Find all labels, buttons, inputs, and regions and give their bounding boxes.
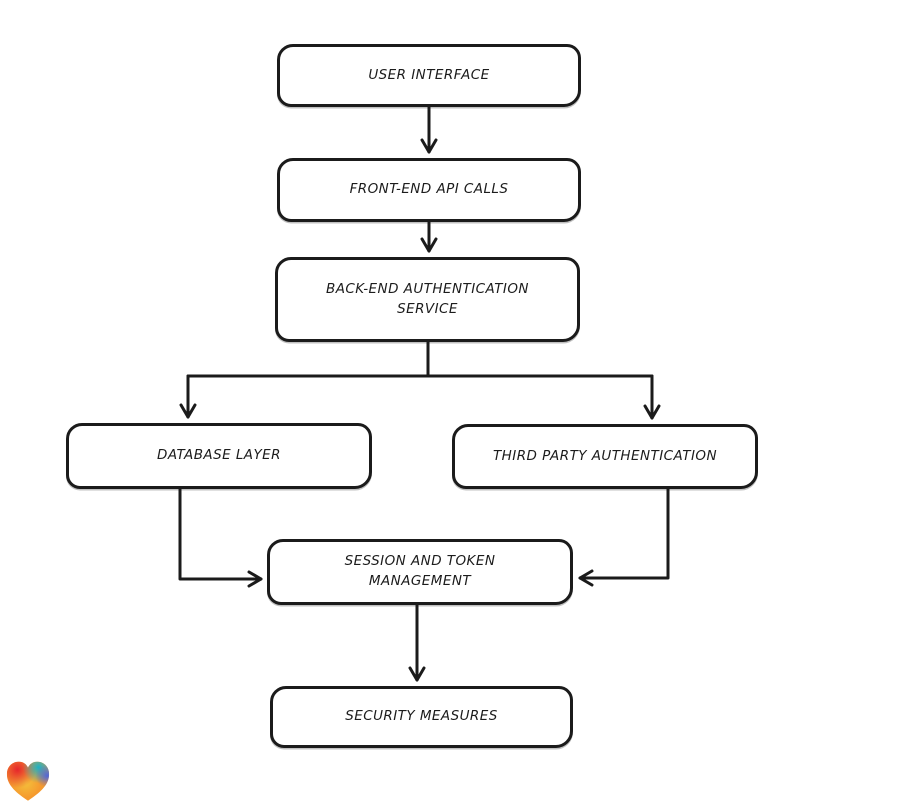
node-frontend-api-calls-label: FRONT-END API CALLS — [349, 181, 509, 198]
node-session-token-management-label-line2: MANAGEMENT — [368, 573, 472, 589]
edge-database-layer-to-session-token — [178, 487, 263, 588]
node-third-party-auth[interactable]: THIRD PARTY AUTHENTICATION — [452, 424, 758, 489]
node-frontend-api-calls[interactable]: FRONT-END API CALLS — [277, 158, 581, 222]
node-user-interface-label: USER INTERFACE — [368, 66, 490, 83]
edge-third-party-auth-to-session-token — [578, 487, 670, 587]
node-security-measures[interactable]: SECURITY MEASURES — [270, 686, 573, 748]
node-session-token-management-label-line1: SESSION AND TOKEN — [344, 553, 496, 570]
node-database-layer-label: DATABASE LAYER — [157, 447, 281, 464]
heart-icon — [6, 761, 50, 801]
node-backend-auth-service-label-line1: BACK-END AUTHENTICATION — [326, 280, 529, 297]
node-backend-auth-service[interactable]: BACK-END AUTHENTICATION SERVICE — [275, 257, 580, 342]
node-user-interface[interactable]: USER INTERFACE — [277, 44, 581, 107]
node-database-layer[interactable]: DATABASE LAYER — [66, 423, 372, 489]
eraser-heart-logo — [6, 760, 50, 802]
node-backend-auth-service-label-line2: SERVICE — [397, 300, 458, 317]
node-security-measures-label: SECURITY MEASURES — [345, 708, 498, 725]
node-third-party-auth-label: THIRD PARTY AUTHENTICATION — [492, 447, 717, 464]
node-session-token-management[interactable]: SESSION AND TOKEN MANAGEMENT — [267, 539, 573, 605]
